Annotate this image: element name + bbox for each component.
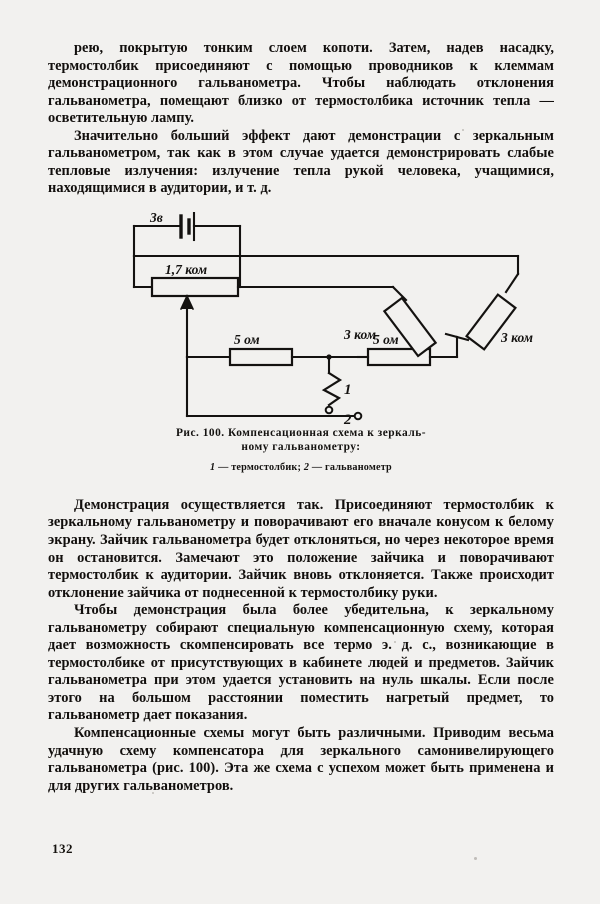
circuit-diagram-svg: 3в 1,7 ком 5 ом 5 ом 3 ком 3 ком 1 2 xyxy=(132,211,533,424)
caption-line-1: Рис. 100. Компенсационная схема к зеркал… xyxy=(175,426,427,439)
scan-speckle xyxy=(474,857,477,860)
caption-line-2: ному гальванометру: xyxy=(241,440,361,453)
paragraph-3: Демонстрация осуществляется так. Присоед… xyxy=(48,496,554,601)
scan-speckle xyxy=(394,641,396,643)
legend-text-1: — термостолбик; xyxy=(218,461,302,473)
figure-spacer xyxy=(48,475,554,497)
label-potentiometer: 1,7 ком xyxy=(165,262,207,277)
resistor-3kohm-left xyxy=(382,296,438,358)
wire-3k-left-lead-bot xyxy=(444,332,459,339)
wire-3k-right-lead-top xyxy=(504,272,520,294)
caption-legend: 1 — термостолбик; 2 — гальванометр xyxy=(48,461,554,475)
label-galvanometer-marker: 2 xyxy=(343,412,352,424)
page-number: 132 xyxy=(52,841,73,856)
resistor-3kohm-right xyxy=(465,292,517,351)
scan-speckle xyxy=(462,129,464,131)
paragraph-5: Компенсационные схемы могут быть различн… xyxy=(48,725,554,794)
paragraph-2: Значительно больший эффект дают демонстр… xyxy=(48,127,554,197)
legend-index-1: 1 xyxy=(210,461,216,473)
figure-caption: Рис. 100. Компенсационная схема к зеркал… xyxy=(48,426,554,475)
label-resistor-5ohm-left: 5 ом xyxy=(234,332,260,347)
page-text-column: рею, покрытую тонким слоем копоти. Затем… xyxy=(48,40,554,795)
terminal-lower-dot xyxy=(353,411,363,421)
legend-index-2: 2 xyxy=(303,461,310,473)
paragraph-1: рею, покрытую тонким слоем копоти. Затем… xyxy=(48,40,554,127)
label-resistor-5ohm-right: 5 ом xyxy=(373,332,399,347)
wire-3k-left-lead-top xyxy=(391,285,408,302)
scan-speckle xyxy=(152,792,154,794)
paragraph-4: Чтобы демонстрация была более убедительн… xyxy=(48,602,554,724)
label-thermopile-marker: 1 xyxy=(344,382,352,398)
label-resistor-3kohm-left: 3 ком xyxy=(343,327,376,342)
figure-100: 3в 1,7 ком 5 ом 5 ом 3 ком 3 ком 1 2 xyxy=(48,211,554,424)
thermopile-zigzag xyxy=(321,371,343,407)
terminal-upper-dot xyxy=(324,405,334,415)
resistor-5ohm-left xyxy=(228,347,294,367)
label-resistor-3kohm-right: 3 ком xyxy=(500,330,533,345)
legend-text-2: — гальванометр xyxy=(311,461,392,473)
potentiometer-body xyxy=(150,276,240,298)
wire-3k-right-lead-bot xyxy=(455,335,470,342)
label-battery: 3в xyxy=(149,212,163,225)
wiper-arrow xyxy=(179,294,195,310)
